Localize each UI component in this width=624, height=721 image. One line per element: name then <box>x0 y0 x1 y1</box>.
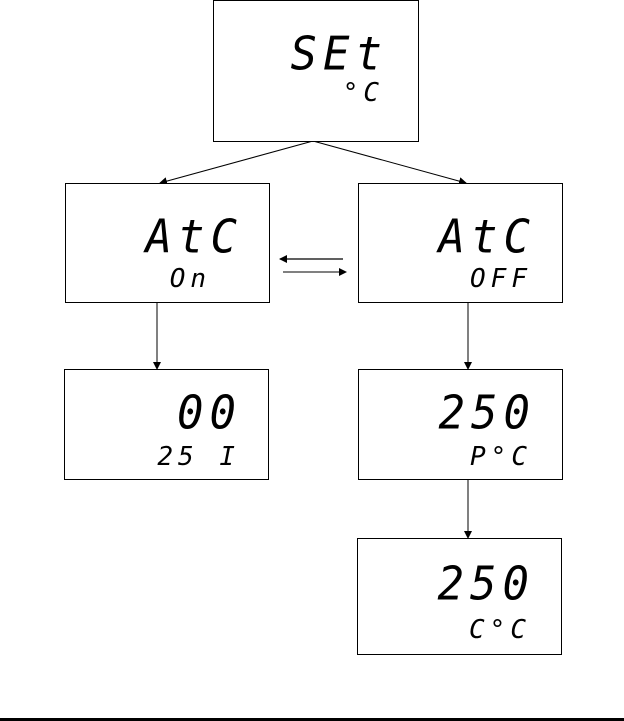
arrow-set-to-atc-off <box>313 141 466 183</box>
display-set: SEt °C <box>213 0 419 142</box>
display-atc-off: AtC OFF <box>358 183 563 303</box>
display-sub-text: C°C <box>469 617 531 643</box>
display-sub-text: On <box>170 266 211 292</box>
display-value-off-c: 250 C°C <box>357 538 562 655</box>
display-main-text: 250 <box>438 562 535 608</box>
display-main-text: 00 <box>177 391 242 437</box>
display-value-on: 00 25 I <box>64 369 269 480</box>
display-main-text: AtC <box>439 215 536 261</box>
display-atc-on: AtC On <box>65 183 270 303</box>
display-main-text: SEt <box>291 32 388 78</box>
display-value-off-p: 250 P°C <box>358 369 563 480</box>
display-sub-text: P°C <box>470 444 532 470</box>
arrow-set-to-atc-on <box>160 141 313 183</box>
display-sub-text: °C <box>343 80 384 106</box>
display-sub-text: OFF <box>470 266 532 292</box>
display-main-text: AtC <box>146 215 243 261</box>
display-sub-text: 25 I <box>157 444 240 470</box>
display-main-text: 250 <box>439 391 536 437</box>
